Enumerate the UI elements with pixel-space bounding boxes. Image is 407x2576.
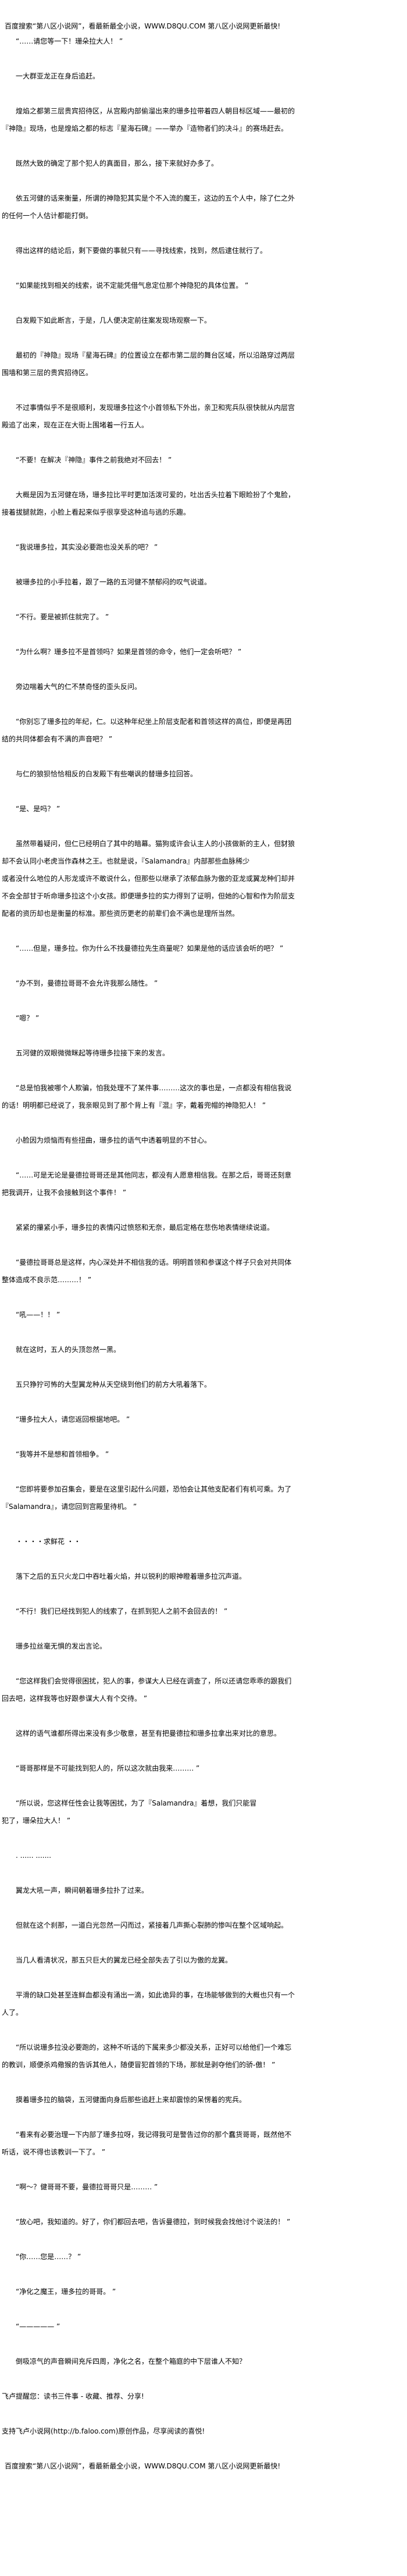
- paragraph: 平滑的缺口处甚至连鲜血都没有涌出一滴，如此诡异的事，在场能够做到的大概也只有一个…: [2, 1991, 295, 2017]
- paragraph: “你别忘了珊多拉的年纪，仁。以这种年纪坐上阶层支配者和首领这样的高位，即便是再团…: [2, 718, 292, 743]
- paragraph: “净化之魔王，珊多拉的哥哥。 ”: [16, 2288, 116, 2296]
- paragraph: 与仁的狼狈恰恰相反的白发殿下有些嘲讽的替珊多拉回答。: [16, 770, 198, 778]
- chapter-document: 百度搜索“第八区小说网”，看最新最全小说，WWW.D8QU.COM 第八区小说网…: [2, 0, 296, 2475]
- paragraph: 摸着珊多拉的脑袋，五河健面向身后那些追赶上来却震惊的呆愣着的宪兵。: [16, 2096, 247, 2104]
- paragraph: “所以说，您这样任性会让我等困扰，为了『Salamandra』着想，我们只能冒 …: [2, 1799, 257, 1825]
- paragraph: 得出这样的结论后，剩下要做的事就只有——寻找线索，找到，然后逮住就行了。: [16, 247, 267, 255]
- paragraph: 旁边喘着大气的仁不禁奇怪的歪头反问。: [16, 683, 142, 691]
- paragraph: 一大群亚龙正在身后追赶。: [16, 72, 100, 80]
- site-banner-top: 百度搜索“第八区小说网”，看最新最全小说，WWW.D8QU.COM 第八区小说网…: [5, 22, 281, 30]
- paragraph: “所以说珊多拉没必要跑的，这种不听话的下属来多少都没关系，正好可以给他们一个难忘…: [2, 2043, 292, 2069]
- paragraph: “不行。要是被抓住就完了。 ”: [16, 613, 109, 621]
- paragraph: “珊多拉大人，请您返回根据地吧。 ”: [16, 1415, 130, 1423]
- paragraph: 珊多拉丝毫无惧的发出言论。: [16, 1642, 107, 1650]
- paragraph: 五只狰狞可怖的大型翼龙种从天空绕到他们的前方大吼着落下。: [16, 1380, 212, 1389]
- paragraph: 紧紧的攥紧小手，珊多拉的表情闪过愤怒和无奈，最后定格在悲伤地表情继续说道。: [16, 1223, 274, 1232]
- paragraph: 小脸因为烦恼而有些扭曲，珊多拉的语气中透着明显的不甘心。: [16, 1136, 212, 1144]
- paragraph: “吼——！！ ”: [16, 1311, 60, 1319]
- paragraph: ・・・・求鲜花 ・・: [16, 1537, 81, 1546]
- paragraph: 被珊多拉的小手拉着，跟了一路的五河健不禁郁闷的叹气说道。: [16, 578, 212, 586]
- paragraph: 既然大致的确定了那个犯人的真面目，那么，接下来就好办多了。: [16, 159, 219, 167]
- paragraph: 倒吸凉气的声音瞬间充斥四周，净化之名，在整个箱庭的中下层谁人不知？: [16, 2357, 247, 2366]
- paragraph: “不要！在解决『神隐』事件之前我绝对不回去！ ”: [16, 456, 172, 464]
- paragraph: “不行！我们已经找到犯人的线索了，在抓到犯人之前不会回去的！ ”: [16, 1607, 228, 1615]
- paragraph: “为什么啊？珊多拉不是首领吗？如果是首领的命令，他们一定会听吧？ ”: [16, 648, 242, 656]
- site-banner-bottom: 百度搜索“第八区小说网”，看最新最全小说，WWW.D8QU.COM 第八区小说网…: [5, 2462, 281, 2470]
- paragraph: “……请您等一下！珊朵拉大人！ ”: [16, 37, 123, 45]
- paragraph: 这样的语气谁都所得出来没有多少敬意，甚至有把曼德拉和珊多拉拿出来对比的意思。: [16, 1729, 281, 1737]
- paragraph: 最初的『神隐』现场『星海石碑』的位置设立在都市第二层的舞台区域，所以沿路穿过两层…: [2, 351, 295, 377]
- paragraph: “我等并不是想和首领相争。 ”: [16, 1450, 109, 1458]
- paragraph: 大概是因为五河健在场，珊多拉比平时更加活泼可爱的，吐出舌头拉着下眼睑扮了个鬼脸，…: [2, 491, 295, 516]
- paragraph: “您这样我们会觉得很困扰，犯人的事，参谋大人已经在调查了，所以还请您乖乖的跟我们…: [2, 1677, 292, 1703]
- paragraph: “办不到，曼德拉哥哥不会允许我那么随性。 ”: [16, 979, 158, 987]
- paragraph: 五河健的双眼微微眯起等待珊多拉接下来的发言。: [16, 1049, 170, 1057]
- paragraph: “看来有必要治理一下内部了珊多拉呀，我记得我可是警告过你的那个蠢货哥哥，既然他不…: [2, 2131, 292, 2156]
- support-line: 支持飞卢小说网(http://b.faloo.com)原创作品，尽享阅读的喜悦!: [2, 2427, 205, 2435]
- paragraph: 依五河健的话来衡量，所谓的神隐犯其实是个不入流的魔王，这边的五个人中，除了仁之外…: [2, 194, 295, 220]
- paragraph: 虽然带着疑问，但仁已经明白了其中的暗幕。猫狗或许会认主人的小孩做新的主人，但豺狼…: [2, 840, 295, 918]
- paragraph: 但就在这个刹那，一道白光忽然一闪而过，紧接着几声撕心裂肺的惨叫在整个区域响起。: [16, 1921, 288, 1929]
- paragraph: 白发殿下如此断言，于是，几人便决定前往案发现场观察一下。: [16, 316, 212, 324]
- reminder-line: 飞卢提醒您：读书三件事 - 收藏、推荐、分享!: [2, 2392, 144, 2400]
- paragraph: “啊～？健哥哥不要，曼德拉哥哥只是……… ”: [16, 2183, 158, 2191]
- paragraph: . ...... .......: [16, 1851, 52, 1860]
- chapter-body: “……请您等一下！珊朵拉大人！ ” 一大群亚龙正在身后追赶。煌焰之都第三层贵宾招待…: [2, 33, 296, 2370]
- paragraph: 翼龙大吼一声，瞬间朝着珊多拉扑了过来。: [16, 1886, 149, 1894]
- paragraph: “————— ”: [16, 2322, 60, 2331]
- paragraph: “是、是吗？ ”: [16, 805, 60, 813]
- paragraph: “如果能找到相关的线索，说不定能凭借气息定位那个神隐犯的具体位置。 ”: [16, 281, 249, 290]
- paragraph: “嗯？ ”: [16, 1014, 40, 1022]
- paragraph: “……但是，珊多拉。你为什么不找曼德拉先生商量呢？如果是他的话应该会听的吧？ ”: [16, 944, 284, 952]
- paragraph: 就在这时，五人的头顶忽然一黑。: [16, 1346, 121, 1354]
- paragraph: “您即将要参加召集会，要是在这里引起什么问题，恐怕会让其他支配者们有机可乘。为了…: [2, 1485, 292, 1511]
- paragraph: “你……您是……？ ”: [16, 2253, 81, 2261]
- paragraph: “哥哥那样是不可能找到犯人的，所以这次就由我来……… ”: [16, 1764, 200, 1772]
- paragraph: “曼德拉哥哥总是这样，内心深处并不相信我的话。明明首领和参谋这个样子只会对共同体…: [2, 1258, 292, 1284]
- paragraph: “放心吧，我知道的。好了，你们都回去吧，告诉曼德拉，到时候我会找他讨个说法的！ …: [16, 2218, 291, 2226]
- paragraph: “总是怕我被哪个人欺骗，怕我处理不了某件事………这次的事也是，一点都没有相信我说…: [2, 1084, 292, 1109]
- paragraph: “……可是无论是曼德拉哥哥还是其他同志，都没有人愿意相信我。在那之后，哥哥还刻意…: [2, 1171, 292, 1197]
- paragraph: “我说珊多拉，其实没必要跑也没关系的吧？ ”: [16, 543, 158, 551]
- paragraph: 当几人看清状况，那五只巨大的翼龙已经全部失去了引以为傲的龙翼。: [16, 1956, 233, 1964]
- paragraph: 不过事情似乎不是很顺利，发现珊多拉这个小首领私下外出，亲卫和宪兵队很快就从内层宫…: [2, 404, 295, 429]
- paragraph: 煌焰之都第三层贵宾招待区，从宫殿内部偷溜出来的珊多拉带着四人朝目标区域——最初的…: [2, 107, 295, 133]
- paragraph: 落下之后的五只火龙口中吞吐着火焰，并以锐利的眼神瞪着珊多拉沉声道。: [16, 1572, 247, 1580]
